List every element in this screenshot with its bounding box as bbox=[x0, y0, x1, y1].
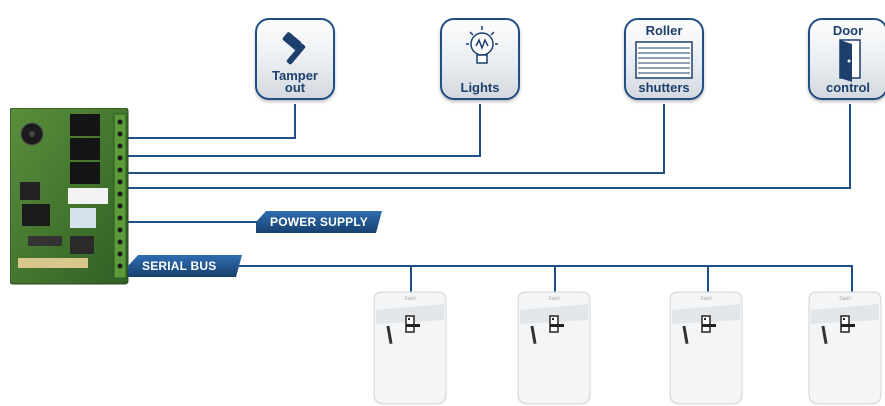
keypad: Satel bbox=[808, 291, 882, 405]
wire-roller bbox=[126, 104, 665, 174]
wire-bus bbox=[236, 265, 853, 292]
serial-bus-tag: SERIAL BUS bbox=[128, 255, 242, 277]
wire-door bbox=[126, 104, 851, 189]
power-supply-tag: POWER SUPPLY bbox=[256, 211, 382, 233]
keypad-brand: Satel bbox=[548, 296, 559, 302]
light-bulb-icon bbox=[466, 26, 498, 64]
tamper-label-1: Tamper bbox=[272, 68, 318, 83]
roller-label-1: Roller bbox=[645, 23, 683, 38]
keypad: Satel bbox=[373, 291, 447, 405]
roller-shutter-icon bbox=[635, 41, 693, 79]
tile-roller-shutters: Roller shutters bbox=[624, 18, 704, 100]
keypad-brand: Satel bbox=[404, 296, 415, 302]
door-icon bbox=[839, 39, 861, 82]
wire-lights bbox=[126, 104, 481, 157]
wire-tamper bbox=[126, 104, 296, 139]
tile-tamper-out: Tamper out bbox=[255, 18, 335, 100]
tamper-label-2: out bbox=[284, 80, 306, 95]
keypad-brand: Satel bbox=[700, 296, 711, 302]
tile-lights: Lights bbox=[440, 18, 520, 100]
control-board bbox=[10, 108, 129, 285]
keypad: Satel bbox=[517, 291, 591, 405]
lights-label: Lights bbox=[460, 80, 500, 95]
keypad: Satel bbox=[669, 291, 743, 405]
door-label-2: control bbox=[825, 80, 871, 95]
door-label-1: Door bbox=[832, 23, 864, 38]
keypad-brand: Satel bbox=[839, 296, 850, 302]
tile-door-control: Door control bbox=[808, 18, 885, 100]
hammer-icon bbox=[282, 32, 306, 65]
roller-label-2: shutters bbox=[638, 80, 690, 95]
